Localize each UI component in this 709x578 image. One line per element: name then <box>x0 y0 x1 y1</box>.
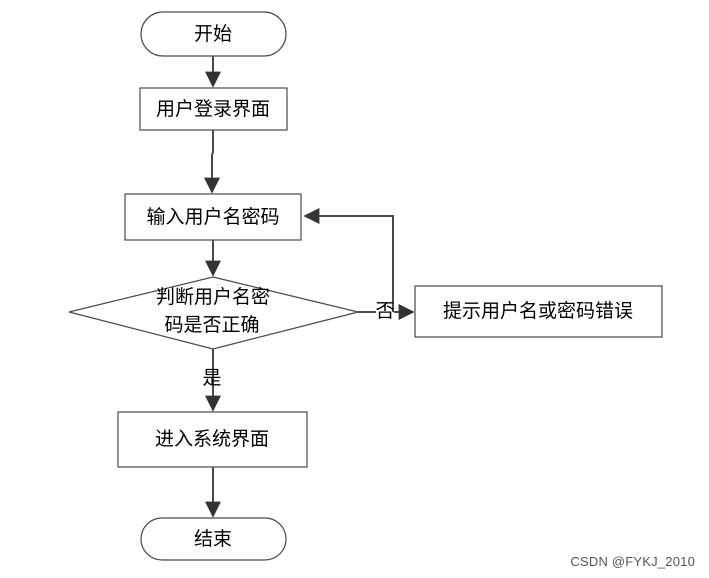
edge-labels: 否 是 <box>202 300 394 389</box>
decision-label-line1: 判断用户名密 <box>156 286 270 308</box>
edge-loop-back-to-input <box>303 208 394 312</box>
decision-diamond <box>68 276 359 350</box>
node-labels: 开始 用户登录界面 输入用户名密码 判断用户名密 码是否正确 提示用户名或密码错… <box>146 23 633 550</box>
error-box <box>414 285 663 338</box>
error-label: 提示用户名或密码错误 <box>443 300 633 322</box>
input-box <box>124 193 302 241</box>
decision-label-line2: 码是否正确 <box>164 314 259 336</box>
system-ui-box <box>117 411 308 468</box>
input-label: 输入用户名密码 <box>146 206 279 228</box>
login-ui-box <box>139 87 288 131</box>
login-ui-label: 用户登录界面 <box>156 98 270 120</box>
no-label: 否 <box>375 300 394 322</box>
start-label: 开始 <box>194 23 232 45</box>
yes-label: 是 <box>202 367 221 389</box>
end-label: 结束 <box>194 528 232 550</box>
watermark: CSDN @FYKJ_2010 <box>570 554 695 569</box>
start-terminal <box>140 11 287 57</box>
end-terminal <box>140 517 287 561</box>
system-ui-label: 进入系统界面 <box>155 428 269 450</box>
edges <box>204 56 415 518</box>
edge-login-to-input <box>204 130 220 194</box>
nodes <box>68 11 663 561</box>
